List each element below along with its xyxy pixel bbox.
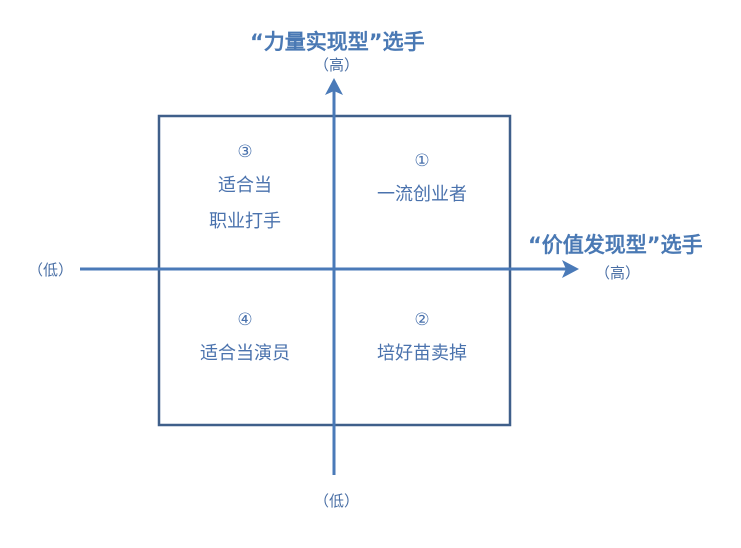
x-axis-arrow-icon	[562, 260, 579, 278]
quadrant-3-line-1: 适合当	[218, 175, 272, 196]
x-axis-high-label: （高）	[595, 264, 641, 282]
quadrant-2-number: ②	[414, 310, 430, 330]
quadrant-4-number: ④	[237, 310, 253, 330]
y-axis-low-label: （低）	[314, 492, 360, 510]
quadrant-3-line-2: 职业打手	[209, 211, 281, 232]
x-axis-low-label: （低）	[28, 261, 74, 279]
y-axis-title: “力量实现型”选手	[250, 30, 425, 54]
quadrant-4-line-1: 适合当演员	[200, 343, 290, 364]
y-axis-high-label: （高）	[314, 56, 360, 74]
quadrant-2-line-1: 培好苗卖掉	[377, 343, 467, 364]
y-axis-arrow-icon	[325, 78, 343, 95]
quadrant-3-number: ③	[237, 142, 253, 162]
quadrant-1-number: ①	[414, 151, 430, 171]
x-axis-title: “价值发现型”选手	[528, 233, 703, 257]
quadrant-1-line-1: 一流创业者	[377, 184, 467, 205]
